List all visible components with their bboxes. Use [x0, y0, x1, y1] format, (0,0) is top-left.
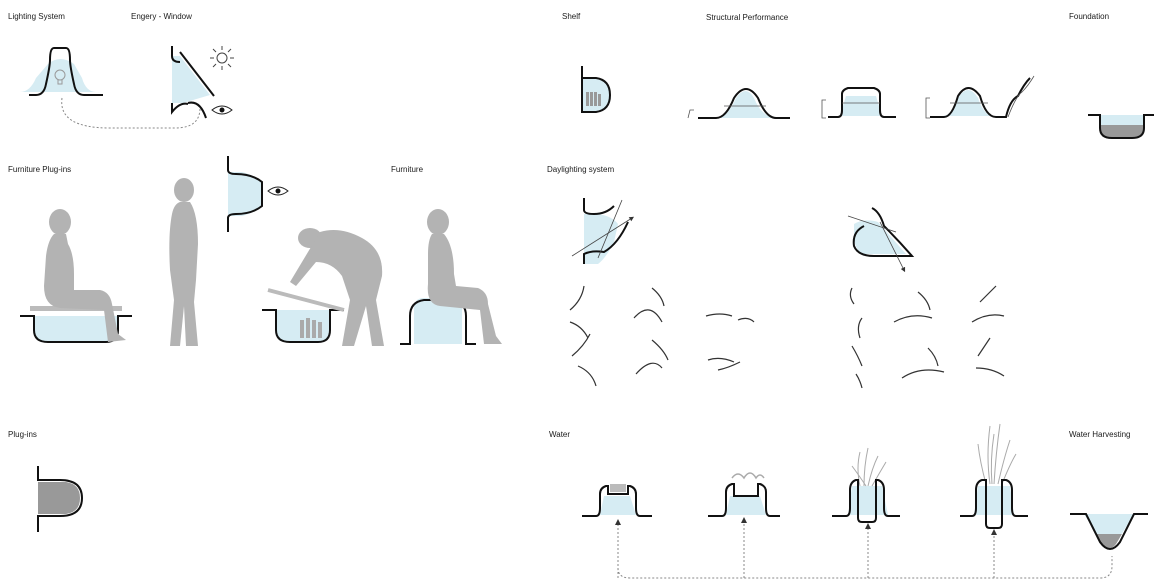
energy-window-module [172, 46, 234, 118]
water-module-4 [960, 424, 1028, 528]
lighting-system-module [20, 48, 103, 95]
water-module-2 [708, 473, 780, 516]
shelf-module [582, 66, 610, 112]
standing-person-figure [169, 178, 198, 346]
eye-icon [268, 187, 288, 195]
plugin-module [38, 466, 82, 532]
window-eye-module [228, 156, 288, 232]
structural-performance-module-1 [688, 89, 790, 118]
eye-icon [212, 106, 232, 114]
shelf-plugin-module [262, 290, 344, 342]
water-module-3 [832, 448, 900, 522]
daylighting-curves-right [850, 286, 1004, 388]
water-harvesting-module [1070, 514, 1148, 549]
water-collection-network [618, 520, 1112, 578]
foundation-module [1088, 115, 1154, 138]
daylighting-module-1 [572, 198, 632, 264]
structural-performance-module-3 [926, 76, 1034, 118]
daylighting-module-2 [848, 208, 912, 270]
sun-icon [210, 46, 234, 70]
structural-performance-module-2 [822, 88, 896, 118]
water-module-1 [582, 484, 652, 516]
daylighting-curves-left [570, 286, 754, 386]
